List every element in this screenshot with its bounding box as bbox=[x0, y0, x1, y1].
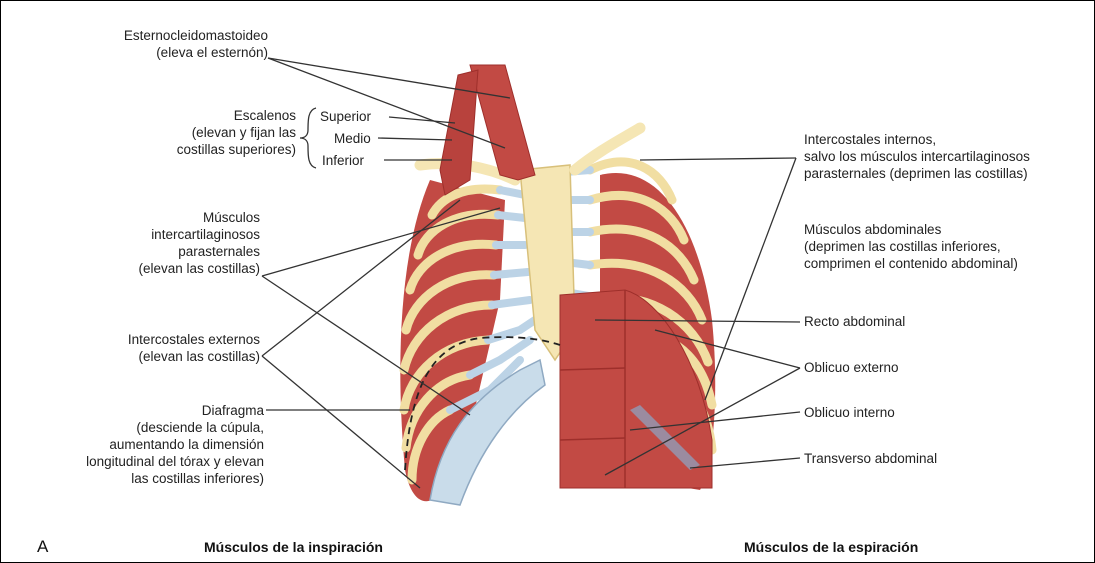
caption-inspiration: Músculos de la inspiración bbox=[204, 539, 383, 555]
scalene-muscles bbox=[440, 70, 478, 195]
label-internal-intercostals: Intercostales internos, salvo los múscul… bbox=[804, 131, 1030, 182]
label-parasternal: Músculos intercartilaginosos parasternal… bbox=[60, 209, 260, 277]
label-sternocleidomastoid: Esternocleidomastoideo (eleva el esternó… bbox=[60, 27, 268, 61]
caption-expiration: Músculos de la espiración bbox=[744, 539, 918, 555]
label-internal-oblique: Oblicuo interno bbox=[804, 404, 895, 421]
label-diaphragm: Diafragma (desciende la cúpula, aumentan… bbox=[40, 402, 264, 487]
label-scalenes: Escalenos (elevan y fijan las costillas … bbox=[100, 107, 296, 158]
label-scalene-medio: Medio bbox=[334, 130, 371, 147]
panel-letter: A bbox=[37, 537, 48, 557]
label-abdominal-muscles: Músculos abdominales (deprimen las costi… bbox=[804, 221, 1018, 272]
label-transversus-abdominis: Transverso abdominal bbox=[804, 450, 937, 467]
label-scalene-superior: Superior bbox=[320, 108, 371, 125]
label-scalene-inferior: Inferior bbox=[322, 152, 364, 169]
label-external-intercostals: Intercostales externos (elevan las costi… bbox=[60, 331, 260, 365]
label-rectus-abdominis: Recto abdominal bbox=[804, 313, 905, 330]
label-external-oblique: Oblicuo externo bbox=[804, 359, 899, 376]
